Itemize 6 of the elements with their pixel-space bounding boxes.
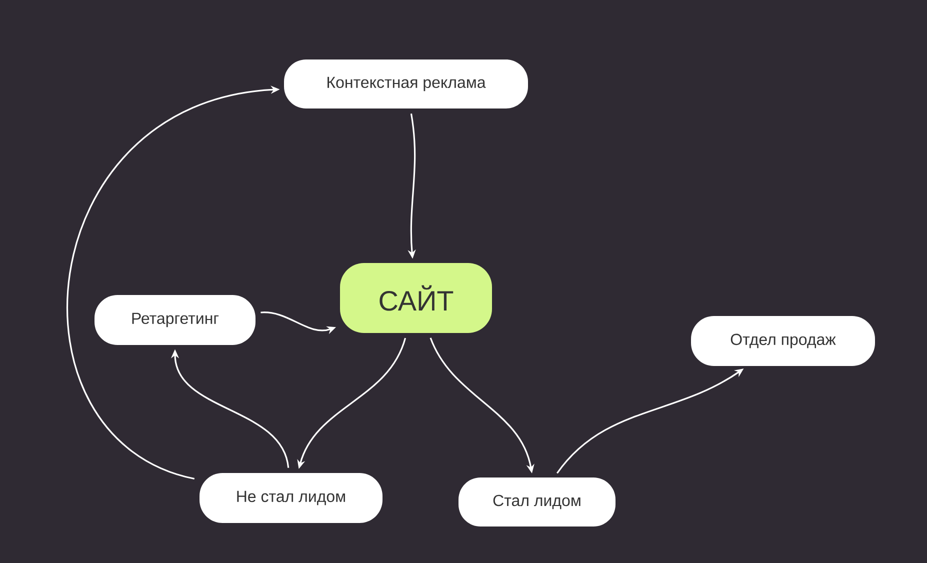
process-box: Отдел продаж <box>691 316 875 366</box>
process-box: Стал лидом <box>458 478 616 526</box>
process-box: Контекстная реклама <box>284 60 528 108</box>
process-box: САЙТ <box>340 263 492 333</box>
process-box: Ретаргетинг <box>94 295 256 345</box>
process-box: Не стал лидом <box>200 473 382 523</box>
